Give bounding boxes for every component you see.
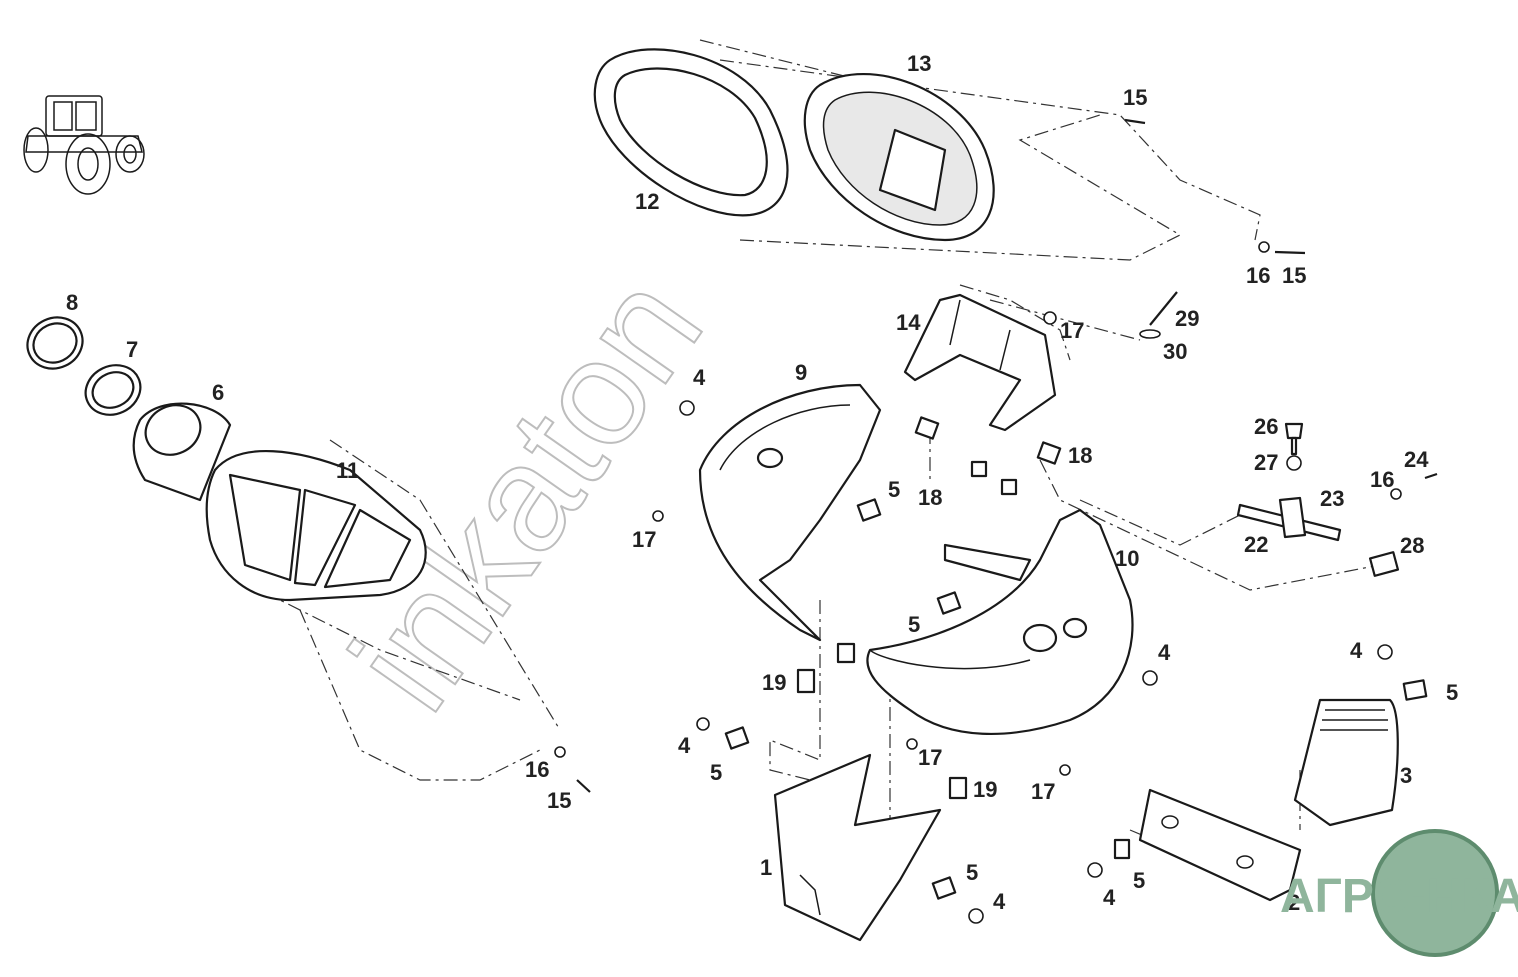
callout-label-c12: 12 bbox=[635, 189, 659, 214]
brand-logo: АГРО-НКА bbox=[1280, 829, 1518, 957]
bracket-22-23-part bbox=[1236, 496, 1342, 542]
bezel-ring-part bbox=[593, 48, 789, 217]
callout-label-c7: 7 bbox=[126, 337, 138, 362]
callout-label-c1: 1 bbox=[760, 855, 772, 880]
callout-label-c15a: 15 bbox=[1123, 85, 1147, 110]
gauge-pod-part bbox=[205, 449, 427, 602]
instrument-cluster-part bbox=[803, 73, 995, 242]
callout-label-c29: 29 bbox=[1175, 306, 1199, 331]
callout-label-c15c: 15 bbox=[547, 788, 571, 813]
callout-label-c17b: 17 bbox=[632, 527, 656, 552]
callout-label-c30: 30 bbox=[1163, 339, 1187, 364]
callout-label-c22: 22 bbox=[1244, 532, 1268, 557]
side-cover-3-part bbox=[1293, 698, 1399, 827]
callout-label-c15b: 15 bbox=[1282, 263, 1306, 288]
watermark: inkaton bbox=[319, 246, 734, 739]
ring-8-part bbox=[26, 316, 84, 370]
callout-label-c5e: 5 bbox=[1133, 868, 1145, 893]
callout-label-c14: 14 bbox=[896, 310, 921, 335]
ring-7-part bbox=[84, 364, 142, 416]
callout-label-c16c: 16 bbox=[1370, 467, 1394, 492]
callout-label-c19b: 19 bbox=[973, 777, 997, 802]
main-housing-10-part bbox=[866, 508, 1134, 736]
callout-label-c4d: 4 bbox=[1103, 885, 1116, 910]
callout-label-c5a: 5 bbox=[710, 760, 722, 785]
callout-label-c28: 28 bbox=[1400, 533, 1424, 558]
fastener-parts bbox=[554, 118, 1438, 924]
callout-label-c6: 6 bbox=[212, 380, 224, 405]
callout-label-c4f: 4 bbox=[1350, 638, 1363, 663]
callout-label-c18b: 18 bbox=[918, 485, 942, 510]
callout-label-c5c: 5 bbox=[908, 612, 920, 637]
lower-cover-1-part bbox=[773, 753, 942, 942]
callout-label-c18a: 18 bbox=[1068, 443, 1092, 468]
callout-label-c19a: 19 bbox=[762, 670, 786, 695]
callout-label-c10: 10 bbox=[1115, 546, 1139, 571]
lower-cover-2-part bbox=[1138, 788, 1302, 902]
callout-label-c17d: 17 bbox=[1031, 779, 1055, 804]
callout-label-c4e: 4 bbox=[1158, 640, 1171, 665]
callout-label-c4b: 4 bbox=[678, 733, 691, 758]
tractor-icon bbox=[23, 95, 145, 195]
clip-parts bbox=[724, 416, 1428, 900]
callout-label-c5d: 5 bbox=[966, 860, 978, 885]
callout-label-c4a: 4 bbox=[693, 365, 706, 390]
callout-label-c26: 26 bbox=[1254, 414, 1278, 439]
callout-label-c2: 2 bbox=[1288, 890, 1300, 915]
callout-label-c11: 11 bbox=[336, 458, 359, 483]
callout-label-c17c: 17 bbox=[918, 745, 942, 770]
callout-label-c27: 27 bbox=[1254, 450, 1278, 475]
callout-label-c24: 24 bbox=[1404, 447, 1429, 472]
callout-label-c5b: 5 bbox=[888, 477, 900, 502]
callout-label-c16a: 16 bbox=[1246, 263, 1270, 288]
projection-lines bbox=[239, 39, 1381, 881]
callout-label-c5f: 5 bbox=[1446, 680, 1458, 705]
callout-label-c9: 9 bbox=[795, 360, 807, 385]
callout-label-c23: 23 bbox=[1320, 486, 1344, 511]
callout-label-c3: 3 bbox=[1400, 763, 1412, 788]
collar-6-part bbox=[132, 402, 232, 502]
callout-label-c16b: 16 bbox=[525, 757, 549, 782]
callout-label-c17a: 17 bbox=[1060, 318, 1084, 343]
callout-label-c8: 8 bbox=[66, 290, 78, 315]
bracket-14-part bbox=[903, 293, 1057, 432]
callout-label-c4c: 4 bbox=[993, 889, 1006, 914]
callout-label-c13: 13 bbox=[907, 51, 931, 76]
brand-logo-text: АГРО-НКА bbox=[1280, 870, 1518, 923]
left-housing-9-part bbox=[698, 383, 882, 642]
